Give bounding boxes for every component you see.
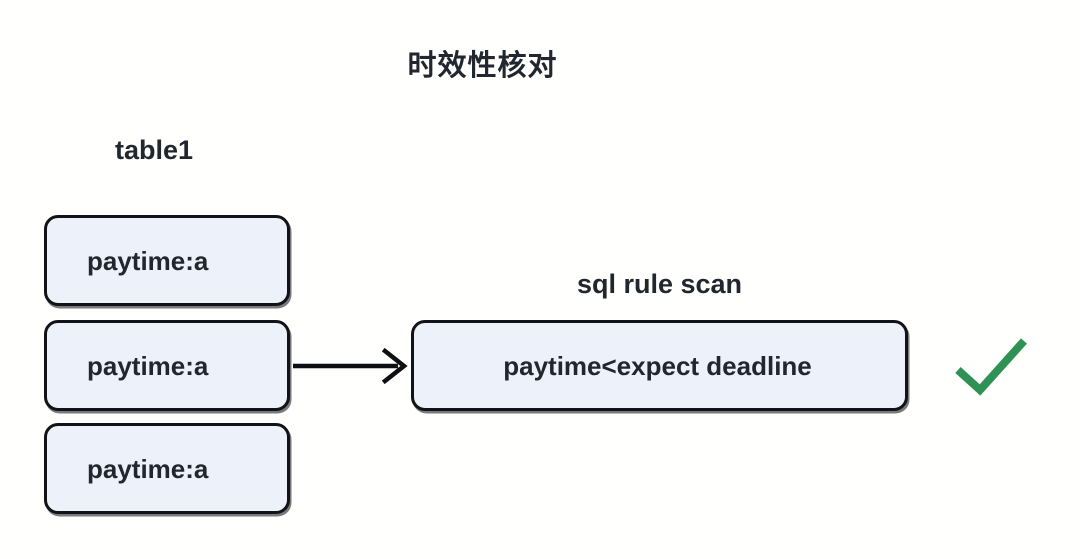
group-label-table1: table1	[115, 135, 194, 165]
row-box-1: paytime:a	[44, 215, 290, 306]
row-box-1-label: paytime:a	[87, 245, 209, 276]
group-label-sql-rule-scan: sql rule scan	[576, 269, 743, 299]
rule-box: paytime<expect deadline	[411, 320, 908, 411]
row-box-2: paytime:a	[44, 320, 290, 411]
page-title: 时效性核对	[407, 50, 558, 82]
row-box-2-label: paytime:a	[87, 350, 209, 381]
row-box-3-label: paytime:a	[87, 453, 209, 484]
rule-box-label: paytime<expect deadline	[503, 350, 812, 381]
flow-arrow-icon	[293, 347, 408, 385]
check-icon	[955, 338, 1027, 396]
row-box-3: paytime:a	[44, 423, 290, 514]
